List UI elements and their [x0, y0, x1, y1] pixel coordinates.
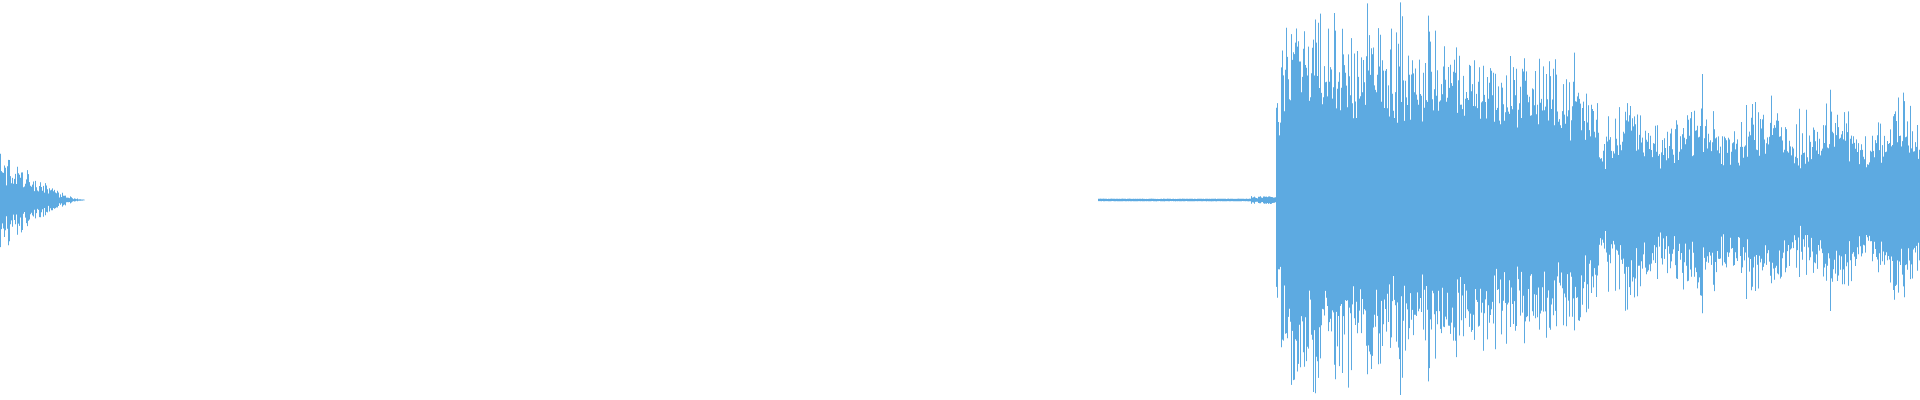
waveform-svg [0, 2, 1920, 395]
waveform-path [0, 2, 1920, 395]
audio-waveform-view[interactable] [0, 0, 1920, 400]
waveform-bars [0, 2, 1920, 395]
